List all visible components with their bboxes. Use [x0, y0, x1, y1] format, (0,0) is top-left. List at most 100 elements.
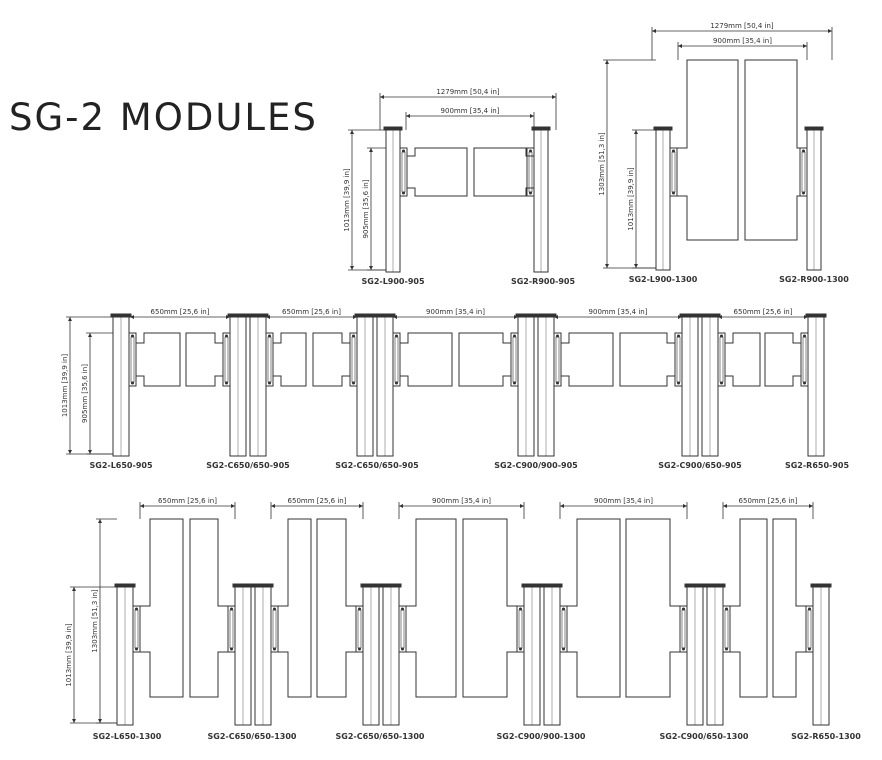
door-bracket — [516, 605, 525, 653]
door-bracket — [722, 605, 731, 653]
bracket-hinge — [512, 336, 517, 383]
post — [521, 583, 543, 726]
door-outline — [405, 518, 457, 698]
door-panel-tall — [139, 518, 184, 698]
door-outline — [764, 332, 802, 387]
bracket-frame — [799, 147, 808, 197]
door-outline — [406, 147, 468, 197]
post — [804, 126, 824, 271]
bracket-hinge — [400, 609, 405, 649]
dimension-label: 650mm [25,6 in] — [288, 497, 347, 505]
bracket-frame — [222, 332, 231, 387]
bracket-bolt — [131, 334, 134, 338]
bracket-bolt — [352, 381, 355, 385]
dimension-label: 1013mm [39,9 in] — [61, 354, 69, 418]
door-bracket — [679, 605, 688, 653]
dimension-vertical — [86, 332, 113, 455]
bracket-frame — [128, 332, 137, 387]
bracket-hinge — [802, 336, 807, 383]
dimension-vertical — [603, 59, 656, 269]
bracket-bolt — [230, 647, 233, 651]
door-outline — [772, 518, 807, 698]
bracket-frame — [399, 147, 408, 197]
dimension-horizontal — [139, 502, 236, 519]
bracket-bolt — [358, 607, 361, 611]
bracket-frame — [265, 332, 274, 387]
bracket-frame — [355, 605, 364, 653]
bracket-frame — [669, 147, 678, 197]
module-label: SG2-C900/650-905 — [658, 461, 742, 470]
bracket-hinge — [267, 336, 272, 383]
door-bracket — [398, 605, 407, 653]
bracket-hinge — [394, 336, 399, 383]
module-label: SG2-C650/650-905 — [335, 461, 419, 470]
post — [805, 313, 827, 457]
bracket-frame — [227, 605, 236, 653]
post — [114, 583, 136, 726]
bracket-frame — [516, 605, 525, 653]
door-bracket — [526, 147, 535, 197]
post — [252, 583, 274, 726]
bracket-bolt — [135, 647, 138, 651]
door-bracket — [128, 332, 137, 387]
door-panel-tall — [625, 518, 681, 698]
door-panel — [458, 332, 512, 387]
bracket-frame — [526, 147, 535, 197]
door-outline — [316, 518, 357, 698]
module-label: SG2-L650-905 — [89, 461, 152, 470]
door-bracket — [559, 605, 568, 653]
post — [380, 583, 402, 726]
door-outline — [135, 332, 181, 387]
bracket-hinge — [401, 151, 406, 193]
post — [684, 583, 706, 726]
bracket-hinge — [134, 609, 139, 649]
door-outline — [139, 518, 184, 698]
bracket-bolt — [513, 381, 516, 385]
door-outline — [312, 332, 351, 387]
bracket-frame — [559, 605, 568, 653]
door-outline — [277, 518, 312, 698]
post — [360, 583, 382, 726]
dimension-label: 900mm [35,4 in] — [594, 497, 653, 505]
door-panel — [406, 147, 468, 197]
module-label: SG2-R900-905 — [511, 277, 576, 286]
door-panel — [272, 332, 307, 387]
door-panel-tall — [462, 518, 518, 698]
bracket-bolt — [556, 381, 559, 385]
bracket-frame — [510, 332, 519, 387]
bracket-hinge — [130, 336, 135, 383]
module-label: SG2-R650-905 — [785, 461, 850, 470]
door-bracket — [265, 332, 274, 387]
bracket-hinge — [801, 151, 806, 193]
bracket-frame — [349, 332, 358, 387]
module-label: SG2-C900/650-1300 — [660, 732, 749, 741]
door-outline — [744, 59, 808, 241]
door-panel-tall — [405, 518, 457, 698]
door-bracket — [399, 147, 408, 197]
bracket-bolt — [131, 381, 134, 385]
bracket-hinge — [724, 609, 729, 649]
bracket-hinge — [681, 609, 686, 649]
post — [110, 313, 132, 457]
door-panel — [764, 332, 802, 387]
dimension-horizontal — [722, 502, 814, 519]
door-bracket — [392, 332, 401, 387]
module-label: SG2-C650/650-905 — [206, 461, 290, 470]
dimension-label: 1279mm [50,4 in] — [436, 88, 500, 96]
module-label: SG2-C650/650-1300 — [208, 732, 297, 741]
door-outline — [458, 332, 512, 387]
bracket-hinge — [351, 336, 356, 383]
bracket-bolt — [725, 607, 728, 611]
bracket-frame — [553, 332, 562, 387]
door-panel-tall — [566, 518, 621, 698]
post — [515, 313, 537, 457]
dimension-label: 650mm [25,6 in] — [739, 497, 798, 505]
bracket-bolt — [677, 334, 680, 338]
door-bracket — [355, 605, 364, 653]
bracket-bolt — [402, 149, 405, 153]
bracket-frame — [398, 605, 407, 653]
module-label: SG2-L900-905 — [361, 277, 424, 286]
door-bracket — [717, 332, 726, 387]
post — [227, 313, 249, 457]
bracket-bolt — [556, 334, 559, 338]
